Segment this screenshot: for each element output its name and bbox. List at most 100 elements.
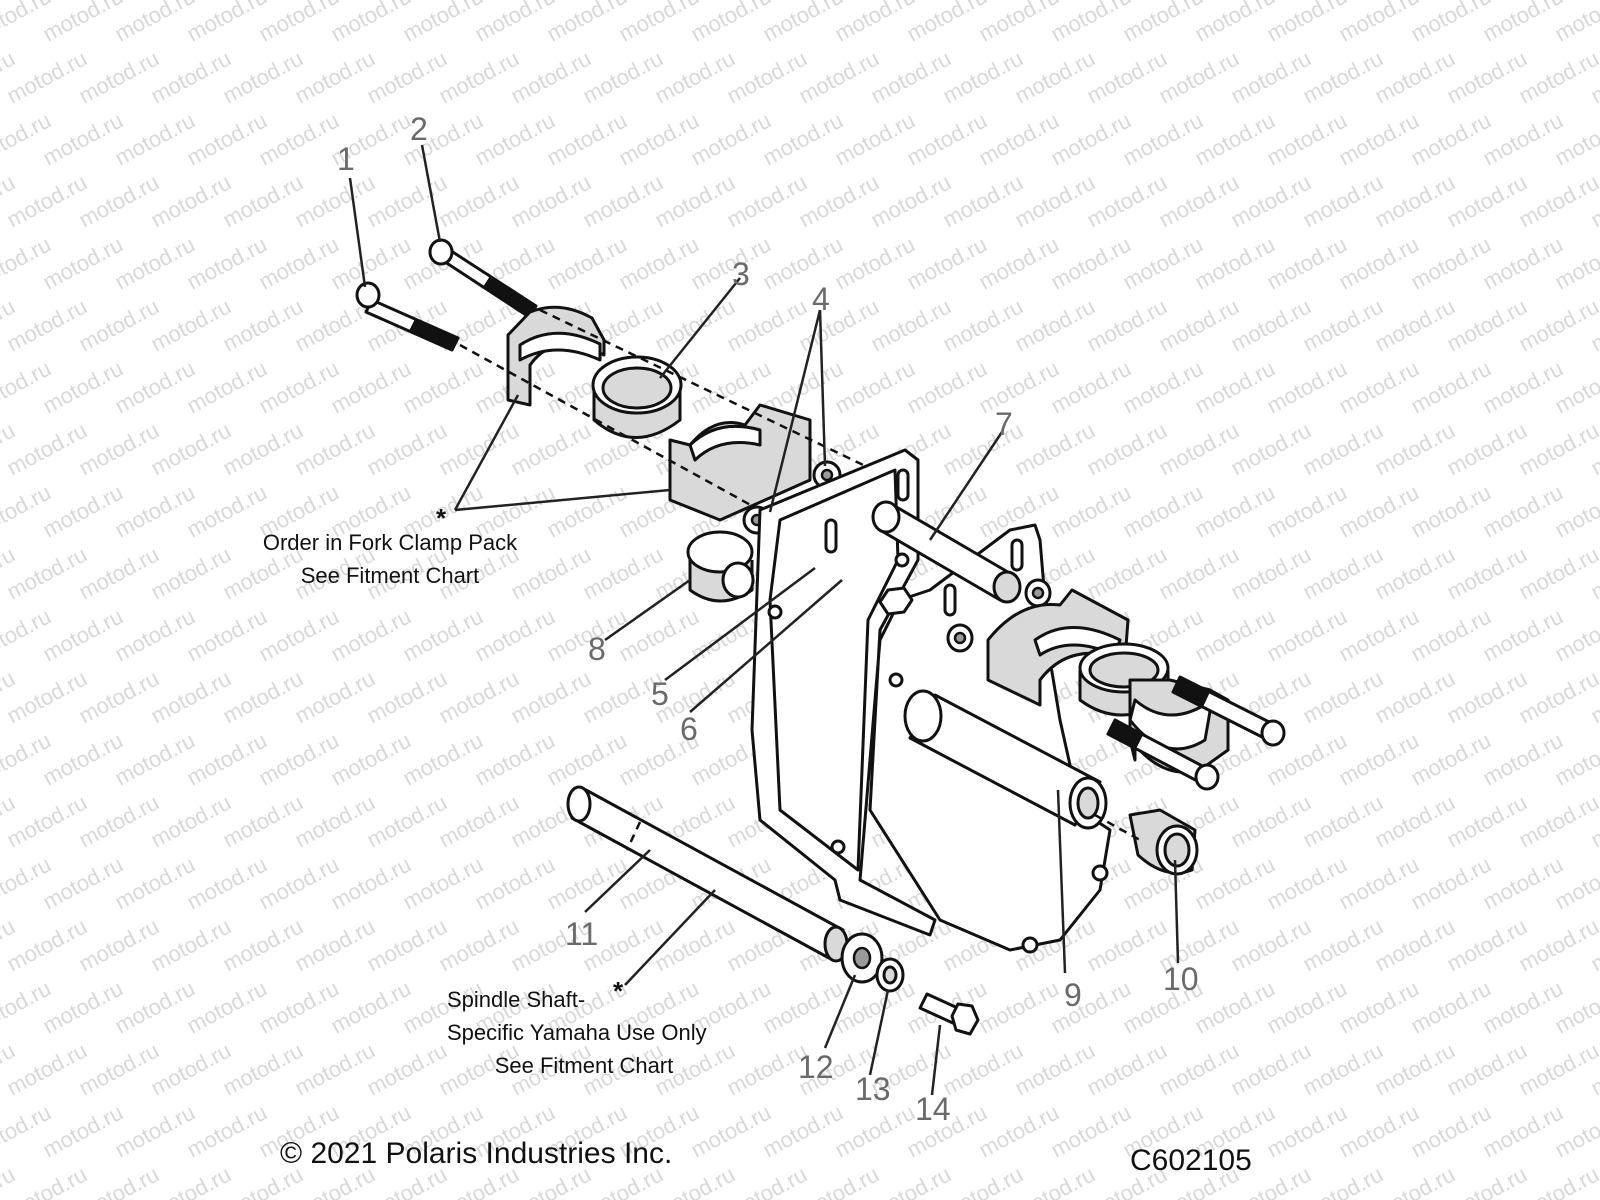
watermark-text: motod.ru [111, 108, 199, 171]
watermark-text: motod.ru [831, 108, 919, 171]
watermark-text: motod.ru [111, 728, 199, 791]
watermark-text: motod.ru [1191, 232, 1279, 295]
watermark-text: motod.ru [1191, 356, 1279, 419]
watermark-text: motod.ru [1083, 294, 1171, 357]
watermark-text: motod.ru [1479, 1100, 1567, 1163]
watermark-text: motod.ru [1407, 1100, 1495, 1163]
watermark-text: motod.ru [183, 976, 271, 1039]
watermark-text: motod.ru [1155, 46, 1243, 109]
watermark-text: motod.ru [363, 46, 451, 109]
watermark-text: motod.ru [75, 170, 163, 233]
watermark-text: motod.ru [39, 232, 127, 295]
watermark-text: motod.ru [1011, 170, 1099, 233]
callout-labels: 1 2 3 4 5 6 7 8 9 10 11 12 13 14 [337, 111, 1199, 1127]
watermark-text: motod.ru [1515, 46, 1600, 109]
watermark-text: motod.ru [1479, 852, 1567, 915]
spindle-shaft-part-11 [566, 785, 849, 963]
watermark-text: motod.ru [543, 108, 631, 171]
watermark-text: motod.ru [183, 356, 271, 419]
watermark-text: motod.ru [1263, 108, 1351, 171]
watermark-text: motod.ru [39, 1100, 127, 1163]
watermark-text: motod.ru [1371, 1038, 1459, 1101]
watermark-text: motod.ru [1371, 294, 1459, 357]
callout-9: 9 [1064, 977, 1082, 1013]
callout-4: 4 [812, 281, 830, 317]
watermark-text: motod.ru [1119, 356, 1207, 419]
watermark-text: motod.ru [471, 852, 559, 915]
watermark-text: motod.ru [1407, 852, 1495, 915]
watermark-text: motod.ru [1335, 480, 1423, 543]
watermark-text: motod.ru [1299, 914, 1387, 977]
watermark-text: motod.ru [651, 294, 739, 357]
watermark-text: motod.ru [867, 170, 955, 233]
watermark-text: motod.ru [1335, 728, 1423, 791]
watermark-text: motod.ru [1515, 914, 1600, 977]
watermark-text: motod.ru [147, 170, 235, 233]
watermark-text: motod.ru [687, 1100, 775, 1163]
watermark-text: motod.ru [615, 604, 703, 667]
watermark-text: motod.ru [507, 418, 595, 481]
fork-clamp-note-line-2: See Fitment Chart [301, 563, 480, 588]
watermark-text: motod.ru [3, 294, 91, 357]
watermark-text: motod.ru [471, 604, 559, 667]
watermark-text: motod.ru [1371, 542, 1459, 605]
watermark-text: motod.ru [1299, 666, 1387, 729]
watermark-text: motod.ru [255, 356, 343, 419]
watermark-text: motod.ru [399, 356, 487, 419]
watermark-text: motod.ru [435, 790, 523, 853]
spindle-note-line-1: Spindle Shaft- [447, 987, 585, 1012]
watermark-text: motod.ru [1083, 542, 1171, 605]
watermark-text: motod.ru [1119, 108, 1207, 171]
watermark-text: motod.ru [291, 914, 379, 977]
watermark-text: motod.ru [1263, 480, 1351, 543]
watermark-text: motod.ru [1299, 294, 1387, 357]
watermark-text: motod.ru [75, 790, 163, 853]
watermark-text: motod.ru [939, 294, 1027, 357]
watermark-text: motod.ru [1299, 418, 1387, 481]
callout-8: 8 [588, 631, 606, 667]
watermark-text: motod.ru [1227, 914, 1315, 977]
watermark-text: motod.ru [1371, 418, 1459, 481]
watermark-text: motod.ru [399, 604, 487, 667]
watermark-text: motod.ru [1263, 976, 1351, 1039]
shaft-part-9 [903, 689, 1108, 830]
callout-14: 14 [915, 1091, 951, 1127]
watermark-text: motod.ru [1227, 542, 1315, 605]
watermark-text: motod.ru [939, 170, 1027, 233]
callout-6: 6 [680, 711, 698, 747]
watermark-text: motod.ru [111, 852, 199, 915]
watermark-text: motod.ru [1407, 232, 1495, 295]
watermark-text: motod.ru [975, 976, 1063, 1039]
watermark-text: motod.ru [39, 852, 127, 915]
watermark-text: motod.ru [831, 232, 919, 295]
watermark-text: motod.ru [111, 604, 199, 667]
watermark-text: motod.ru [3, 790, 91, 853]
watermark-text: motod.ru [471, 108, 559, 171]
watermark-text: motod.ru [219, 46, 307, 109]
watermark-text: motod.ru [291, 1038, 379, 1101]
watermark-text: motod.ru [795, 46, 883, 109]
watermark-text: motod.ru [3, 666, 91, 729]
watermark-text: motod.ru [831, 976, 919, 1039]
watermark-text: motod.ru [1443, 294, 1531, 357]
watermark-text: motod.ru [1155, 418, 1243, 481]
watermark-text: motod.ru [3, 418, 91, 481]
watermark-text: motod.ru [1227, 46, 1315, 109]
watermark-text: motod.ru [1407, 480, 1495, 543]
callout-5: 5 [651, 676, 669, 712]
watermark-text: motod.ru [1335, 1100, 1423, 1163]
watermark-text: motod.ru [1407, 356, 1495, 419]
axis-line-lower [539, 308, 906, 487]
watermark-text: motod.ru [147, 790, 235, 853]
watermark-text: motod.ru [1407, 108, 1495, 171]
watermark-text: motod.ru [255, 976, 343, 1039]
watermark-text: motod.ru [1155, 1038, 1243, 1101]
watermark-text: motod.ru [1047, 108, 1135, 171]
watermark-text: motod.ru [975, 108, 1063, 171]
bushing-part-8 [686, 530, 755, 603]
watermark-text: motod.ru [579, 542, 667, 605]
watermark-text: motod.ru [291, 46, 379, 109]
watermark-text: motod.ru [219, 170, 307, 233]
watermark-text: motod.ru [1011, 46, 1099, 109]
watermark-text: motod.ru [723, 170, 811, 233]
